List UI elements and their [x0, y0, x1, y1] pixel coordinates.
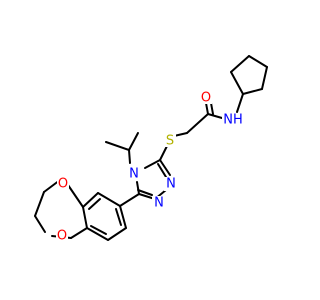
nitrogen-label-n4: N [127, 167, 141, 182]
bond [86, 227, 109, 241]
bond [82, 206, 88, 229]
bond [186, 113, 209, 134]
bond [157, 163, 167, 178]
bond [210, 102, 214, 115]
bond [88, 198, 101, 210]
isopropyl-group [105, 132, 139, 164]
bond [205, 102, 209, 115]
bond [97, 192, 121, 207]
bond [67, 184, 84, 208]
nh-label-amide: NH [222, 113, 244, 128]
bond [137, 189, 153, 196]
bond [128, 132, 139, 151]
oxygen-atom: O [57, 229, 67, 244]
bond [173, 132, 188, 137]
bond [115, 208, 122, 226]
oxygen-label-dioxepine-bottom: O [56, 229, 68, 244]
bond [248, 55, 268, 68]
cyclopentyl-ring [230, 55, 268, 95]
bond [82, 192, 99, 208]
bond [136, 181, 140, 195]
bond [236, 93, 244, 113]
oxygen-atom: O [201, 91, 211, 106]
bond [119, 193, 140, 207]
atom-labels: O NH S N N N [56, 91, 244, 244]
bond [230, 55, 250, 73]
oxygen-atom: O [58, 177, 68, 192]
bond [207, 113, 223, 119]
bond [230, 71, 244, 95]
sulfur-atom: S [166, 134, 174, 149]
bond [34, 191, 45, 217]
bond [34, 215, 46, 233]
bond [119, 205, 127, 229]
triazole-ring [136, 159, 171, 200]
bond [70, 227, 88, 239]
nitrogen-atom: N [129, 167, 139, 182]
bond [144, 159, 161, 169]
sulfur-label: S [164, 134, 176, 149]
bond [159, 159, 171, 176]
bond [128, 149, 131, 164]
molecule-canvas: O NH S N N N [34, 55, 268, 244]
molecule-structure: O NH S N N N [34, 55, 268, 244]
bond [159, 145, 168, 161]
bond [105, 141, 130, 151]
nitrogen-atom: N [166, 177, 176, 192]
benzene-ring [82, 192, 127, 241]
nitrogen-atom: N [154, 196, 164, 211]
bond [242, 88, 263, 95]
nitrogen-h-atom: NH [223, 113, 243, 128]
bond [90, 225, 107, 235]
oxygen-label-amide: O [200, 91, 212, 106]
nitrogen-label-n1: N [152, 196, 166, 211]
oxygen-label-dioxepine-top: O [57, 177, 69, 192]
bond [107, 227, 127, 241]
nitrogen-label-n2: N [164, 177, 178, 192]
bond [261, 66, 268, 90]
